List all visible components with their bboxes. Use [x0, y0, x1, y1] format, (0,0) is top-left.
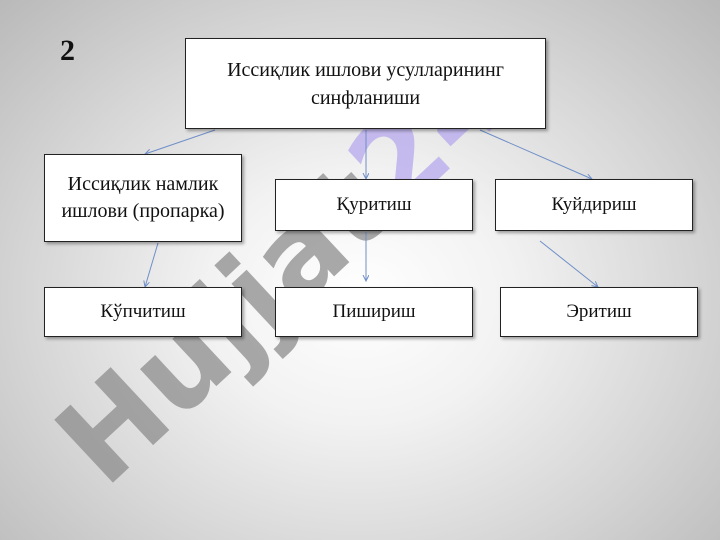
baking-node-label: Пишириш [332, 301, 416, 322]
baking-node-box: Пишириш [275, 287, 473, 337]
connector-steam-to-puffing [145, 242, 159, 287]
connector-root-to-steam [145, 129, 216, 154]
burning-node-box: Куйдириш [495, 179, 693, 231]
connector-root-to-burning [479, 129, 592, 179]
steam-treatment-node-label: Иссиқлик намлик ишлови (пропарка) [61, 173, 225, 222]
drying-node-label: Қуритиш [336, 194, 412, 215]
puffing-node-label: Кўпчитиш [100, 301, 186, 322]
melting-node-label: Эритиш [566, 301, 632, 322]
connector-burning-to-melting [539, 240, 598, 287]
slide-number: 2 [60, 34, 75, 67]
root-node-label: Иссиқлик ишлови усулларининг синфланиши [227, 58, 504, 109]
puffing-node-box: Кўпчитиш [44, 287, 242, 337]
root-node-box: Иссиқлик ишлови усулларининг синфланиши [185, 38, 546, 129]
burning-node-label: Куйдириш [551, 194, 637, 215]
melting-node-box: Эритиш [500, 287, 698, 337]
drying-node-box: Қуритиш [275, 179, 473, 231]
steam-treatment-node-box: Иссиқлик намлик ишлови (пропарка) [44, 154, 242, 242]
